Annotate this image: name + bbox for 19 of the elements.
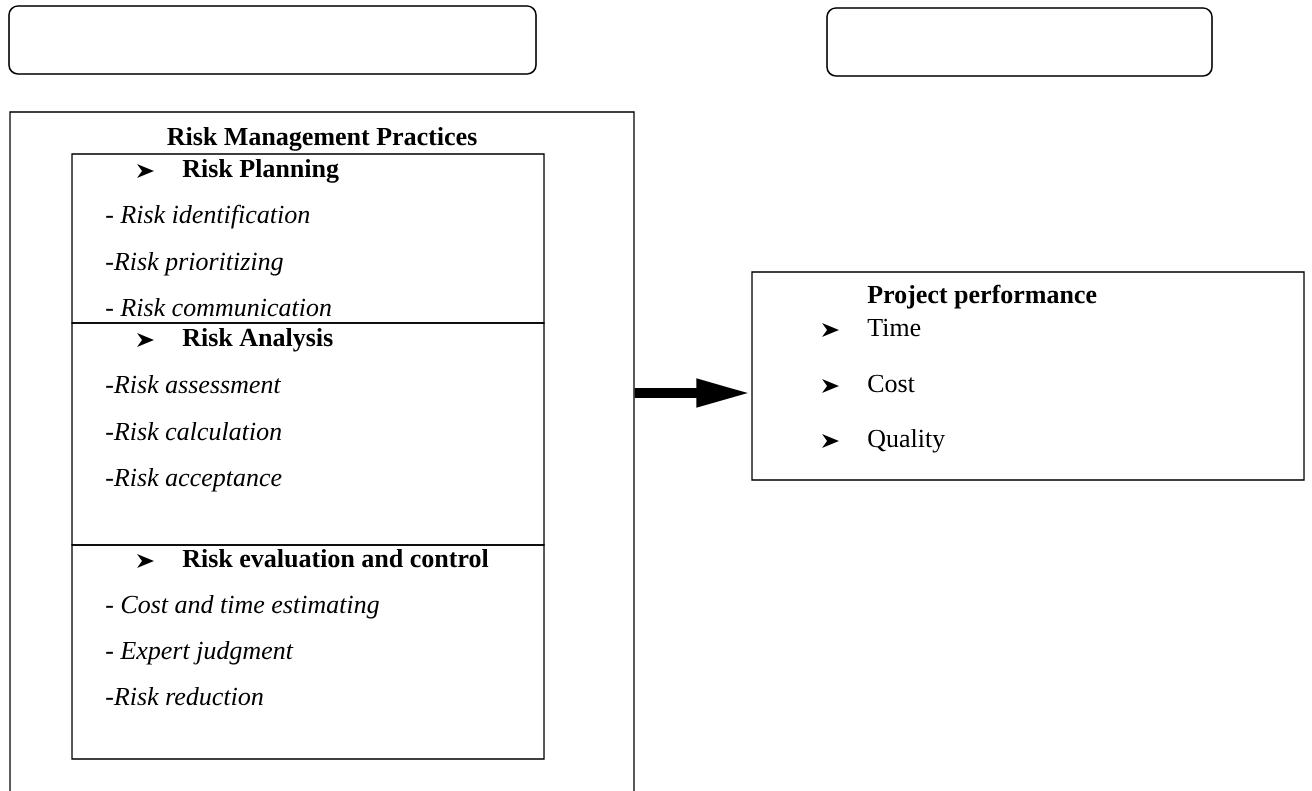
- list-item: - Risk communication: [106, 297, 331, 317]
- list-item: - Risk identification: [106, 204, 310, 229]
- list-item: Cost: [868, 374, 915, 393]
- heading: Risk Analysis: [182, 327, 333, 352]
- heading: Risk Planning: [182, 158, 339, 183]
- list-item: Quality: [868, 428, 946, 453]
- list-item: -Risk assessment: [106, 374, 282, 394]
- list-item: -Risk calculation: [106, 421, 282, 441]
- list-item: -Risk reduction: [106, 686, 263, 706]
- heading: Risk Management Practices: [167, 126, 477, 151]
- list-item: -Risk acceptance: [106, 467, 282, 492]
- heading: Risk evaluation and control: [182, 548, 489, 568]
- heading: Project performance: [867, 284, 1097, 309]
- rounded-box: [8, 5, 537, 75]
- list-item: - Cost and time estimating: [106, 594, 379, 619]
- list-item: - Expert judgment: [106, 640, 294, 665]
- list-item: -Risk prioritizing: [106, 251, 283, 276]
- list-item: Time: [867, 318, 921, 337]
- rounded-box: [826, 7, 1213, 77]
